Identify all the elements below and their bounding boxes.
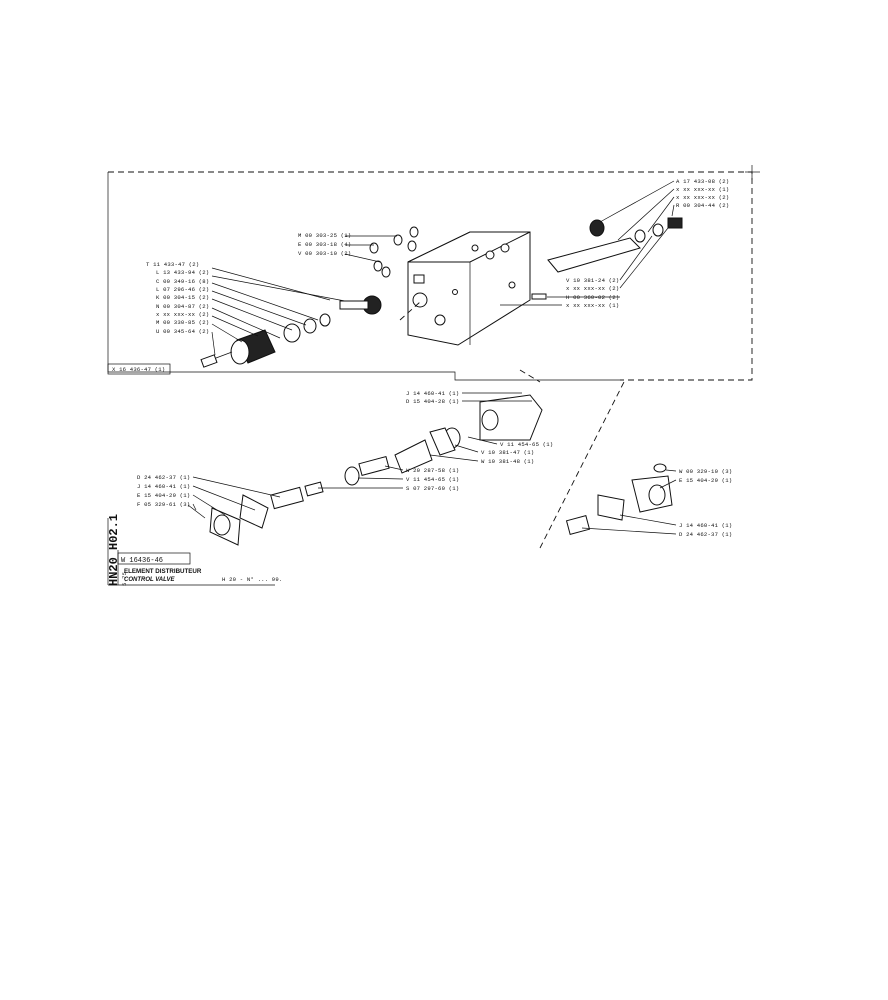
doc-number: W 16436-46 <box>121 557 163 565</box>
part-label: D 15 404-28 (1) <box>406 398 459 405</box>
part-label: H 00 360-02 (2) <box>566 294 619 301</box>
right-spool <box>531 217 683 300</box>
part-label: W 20 287-58 (1) <box>406 467 459 474</box>
part-label: E 15 404-29 (1) <box>137 492 190 499</box>
part-label: W 10 381-48 (1) <box>481 458 534 465</box>
part-labels-top-left: T 11 433-47 (2) L 13 433-94 (2) C 00 349… <box>146 261 209 335</box>
part-label: x xx xxx-xx (2) <box>156 311 209 318</box>
part-label: V 11 454-65 (1) <box>406 476 459 483</box>
part-label: A 17 433-08 (2) <box>676 178 729 185</box>
part-label: N 00 304-87 (2) <box>156 303 209 310</box>
part-label: E 15 404-29 (1) <box>679 477 732 484</box>
part-labels-right-mid: V 10 381-24 (2) x xx xxx-xx (2) H 00 360… <box>566 277 619 309</box>
part-label: x xx xxx-xx (2) <box>566 285 619 292</box>
part-label: J 14 460-41 (1) <box>679 522 732 529</box>
part-label: E 00 303-18 (4) <box>298 241 351 248</box>
part-label: D 24 462-37 (1) <box>679 531 732 538</box>
part-label: M 00 303-25 (1) <box>298 232 351 239</box>
frame-ref-label: X 16 436-47 (1) <box>112 366 165 373</box>
part-label: V 10 381-24 (2) <box>566 277 619 284</box>
serial-range: H 20 - N° ... 99. <box>222 576 282 583</box>
diagram-frame: X 16 436-47 (1) <box>107 165 760 381</box>
part-label: J 14 460-41 (1) <box>137 483 190 490</box>
vertical-code: HN20 H02.1 <box>107 514 121 586</box>
leader-lines <box>192 180 677 535</box>
bottom-left-flange <box>187 494 269 546</box>
part-label: U 00 345-64 (2) <box>156 328 209 335</box>
vertical-small: 5.75 <box>121 572 128 586</box>
part-label: L 13 433-94 (2) <box>156 269 209 276</box>
part-label: V 11 454-65 (1) <box>500 441 553 448</box>
part-labels-top-mid: M 00 303-25 (1) E 00 303-18 (4) V 00 303… <box>298 232 351 257</box>
part-label: F 05 329-61 (3) <box>137 501 190 508</box>
part-label: M 00 330-85 (2) <box>156 319 209 326</box>
part-label: x xx xxx-xx (1) <box>566 302 619 309</box>
part-labels-bottom-right: W 00 329-10 (3) E 15 404-29 (1) J 14 460… <box>679 468 732 538</box>
bottom-right-flange <box>565 463 673 535</box>
part-label: T 11 433-47 (2) <box>146 261 199 268</box>
part-label: W 00 329-10 (3) <box>679 468 732 475</box>
part-label: J 14 460-41 (1) <box>406 390 459 397</box>
part-labels-center: J 14 460-41 (1) D 15 404-28 (1) <box>406 390 459 405</box>
part-labels-springs: V 11 454-65 (1) V 10 381-47 (1) W 10 381… <box>406 441 553 492</box>
part-label: C 00 349-16 (8) <box>156 278 209 285</box>
part-label: K 00 304-15 (2) <box>156 294 209 301</box>
part-label: R 00 304-44 (2) <box>676 202 729 209</box>
valve-body <box>407 231 531 346</box>
title-block: W 16436-46 ELEMENT DISTRIBUTEUR CONTROL … <box>107 514 282 586</box>
part-labels-top-right: A 17 433-08 (2) x xx xxx-xx (1) x xx xxx… <box>676 178 729 209</box>
center-spring-assembly <box>270 394 543 510</box>
part-labels-bottom-left: D 24 462-37 (1) J 14 460-41 (1) E 15 404… <box>137 474 190 508</box>
part-label: V 00 303-10 (2) <box>298 250 351 257</box>
top-mid-rings <box>369 226 419 278</box>
title-english: CONTROL VALVE <box>124 577 175 583</box>
part-label: V 10 381-47 (1) <box>481 449 534 456</box>
left-spool-parts <box>200 295 382 368</box>
part-label: x xx xxx-xx (2) <box>676 194 729 201</box>
part-label: S 07 297-60 (1) <box>406 485 459 492</box>
part-label: D 24 462-37 (1) <box>137 474 190 481</box>
part-label: L 07 296-46 (2) <box>156 286 209 293</box>
part-label: x xx xxx-xx (1) <box>676 186 729 193</box>
title-french: ELEMENT DISTRIBUTEUR <box>124 568 202 575</box>
